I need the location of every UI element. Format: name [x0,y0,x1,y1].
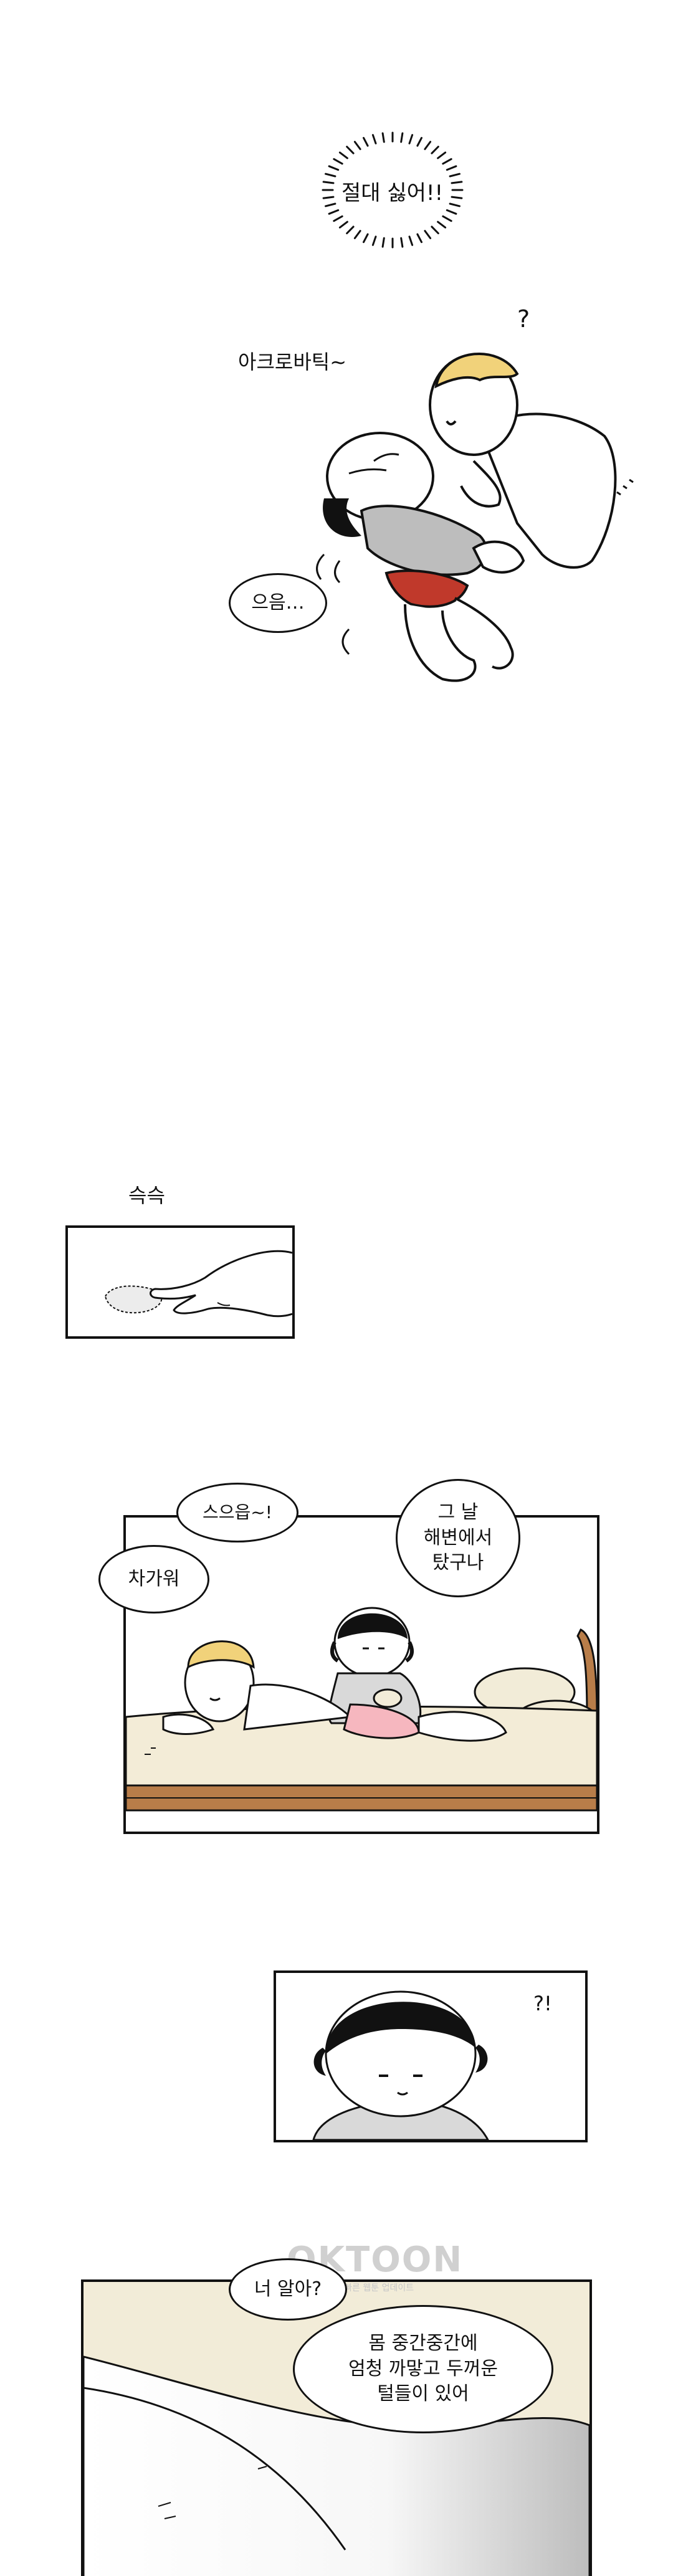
acrobatic-text: 아크로바틱~ [238,350,347,374]
sunburn-bubble: 그 날 해변에서 탔구나 [396,1479,520,1597]
slurp-text: 스으읍~! [203,1502,272,1523]
hmm-bubble: 으음… [229,573,327,633]
question-mark-text: ? [517,305,530,333]
bedroom-panel [123,1515,599,1834]
rubbing-sfx-text: 슥슥 [128,1184,165,1207]
hair-bubble: 몸 중간중간에 엄청 까맣고 두꺼운 털들이 있어 [293,2305,553,2433]
hair-text: 몸 중간중간에 엄청 까맣고 두꺼운 털들이 있어 [348,2332,498,2405]
burst-lines-icon [322,131,464,249]
shout-text: 절대 싫어!! [341,181,444,206]
cold-text: 차가워 [128,1567,180,1590]
acrobatic-illustration [293,336,642,710]
sunburn-text: 그 날 해변에서 탔구나 [423,1501,493,1574]
cold-bubble: 차가워 [98,1545,209,1614]
surprise-text: ?! [533,1992,552,2015]
shout-burst [315,125,470,255]
you-know-text: 너 알아? [254,2278,322,2300]
hand-rub-panel [65,1225,295,1339]
you-know-bubble: 너 알아? [229,2258,347,2321]
slurp-bubble: 스으읍~! [176,1483,298,1542]
hmm-text: 으음… [251,591,305,614]
surprised-kid-panel [274,1970,588,2142]
